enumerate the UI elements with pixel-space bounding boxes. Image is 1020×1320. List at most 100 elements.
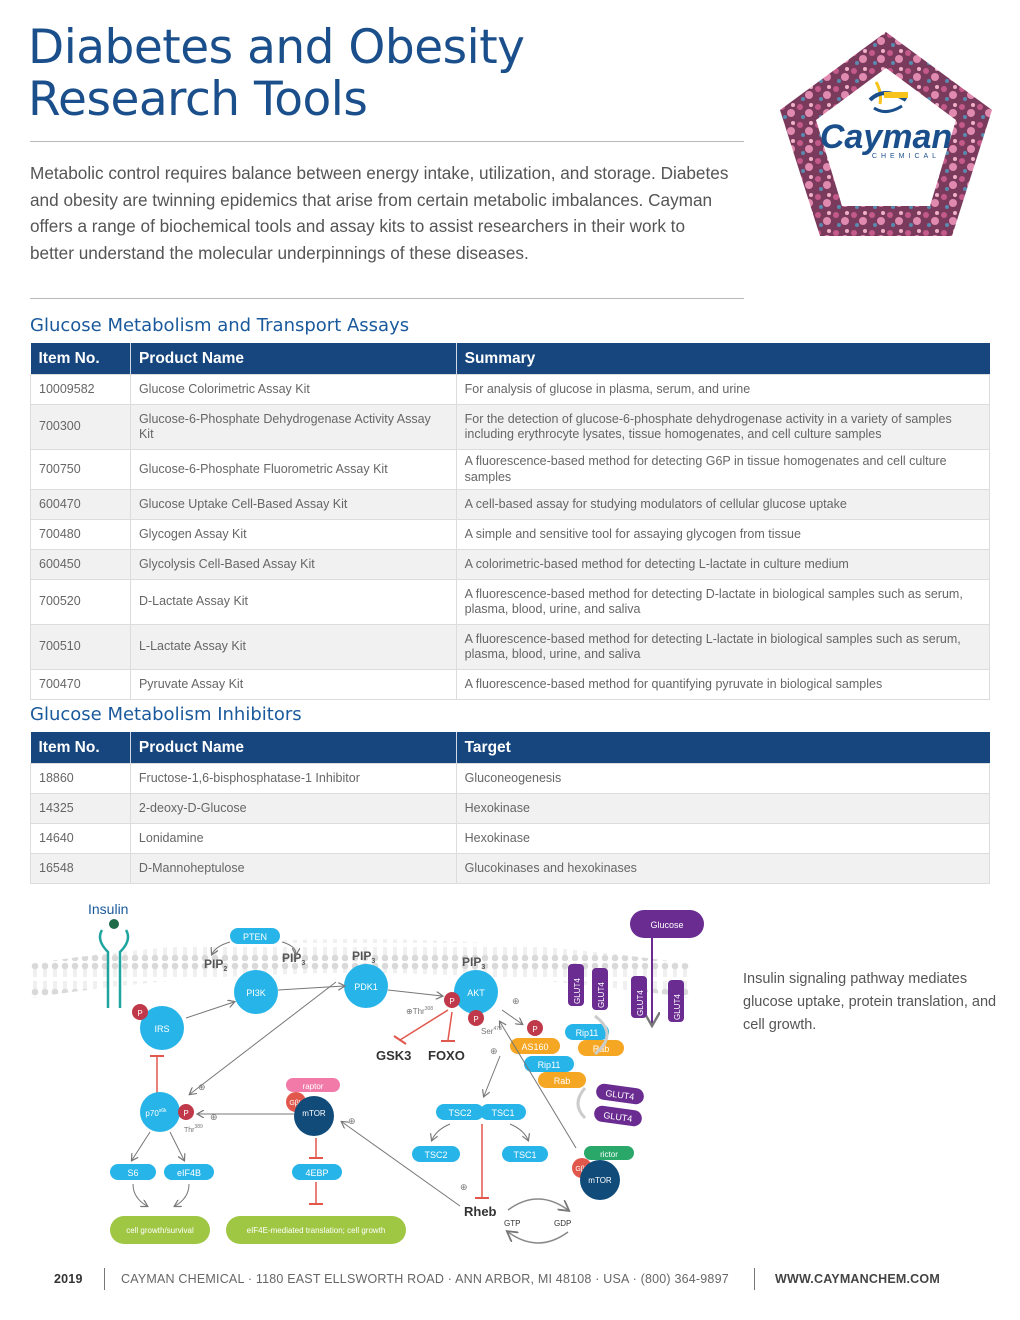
cell-item-no: 600470 xyxy=(30,489,131,520)
svg-text:eIF4E-mediated translation; ce: eIF4E-mediated translation; cell growth xyxy=(247,1226,386,1235)
svg-text:TSC2: TSC2 xyxy=(424,1150,447,1160)
cell-summary: A fluorescence-based method for detectin… xyxy=(455,624,991,670)
footer-address: CAYMAN CHEMICAL · 1180 EAST ELLSWORTH RO… xyxy=(121,1272,729,1286)
footer-website[interactable]: WWW.CAYMANCHEM.COM xyxy=(775,1272,940,1286)
svg-text:P: P xyxy=(183,1109,188,1118)
pip2-label: PIP2 xyxy=(204,957,227,973)
svg-text:mTOR: mTOR xyxy=(588,1176,612,1185)
svg-text:GLUT4: GLUT4 xyxy=(636,990,645,1016)
svg-text:PDK1: PDK1 xyxy=(354,982,378,992)
cell-summary: A cell-based assay for studying modulato… xyxy=(455,489,991,520)
svg-text:AS160: AS160 xyxy=(521,1042,548,1052)
svg-text:IRS: IRS xyxy=(154,1024,169,1034)
phospho-p xyxy=(132,1004,148,1020)
table-row: 10009582 Glucose Colorimetric Assay Kit … xyxy=(30,374,991,405)
svg-text:⊕: ⊕ xyxy=(198,1082,206,1092)
svg-text:GβL: GβL xyxy=(289,1100,302,1107)
cell-product: Glucose Colorimetric Assay Kit xyxy=(129,374,457,405)
tsc2-node xyxy=(436,1104,484,1120)
cell-target: Hexokinase xyxy=(455,823,991,854)
svg-text:rictor: rictor xyxy=(600,1150,618,1159)
rictor-node xyxy=(584,1146,634,1160)
svg-text:GLUT4: GLUT4 xyxy=(605,1088,635,1102)
cell-product: L-Lactate Assay Kit xyxy=(129,624,457,670)
table-row: 700480 Glycogen Assay Kit A simple and s… xyxy=(30,519,991,550)
cell-item-no: 14640 xyxy=(30,823,131,854)
svg-text:raptor: raptor xyxy=(303,1082,324,1091)
gtp-label: GTP xyxy=(504,1219,520,1228)
rab-node xyxy=(538,1072,586,1088)
cell-item-no: 700300 xyxy=(30,404,131,450)
col-target: Target xyxy=(456,732,990,764)
4ebp-node xyxy=(292,1164,342,1180)
cell-product: Glucose-6-Phosphate Fluorometric Assay K… xyxy=(129,449,457,490)
cell-item-no: 16548 xyxy=(30,853,131,884)
footer-year: 2019 xyxy=(54,1272,83,1286)
inhibitors-heading: Glucose Metabolism Inhibitors xyxy=(30,704,302,725)
insulin-ligand xyxy=(109,919,119,929)
as160-node xyxy=(510,1038,560,1054)
cell-target: Hexokinase xyxy=(455,793,991,824)
svg-text:AKT: AKT xyxy=(467,988,485,998)
cell-summary: A fluorescence-based method for detectin… xyxy=(455,579,991,625)
svg-text:P: P xyxy=(449,997,454,1006)
cell-item-no: 700520 xyxy=(30,579,131,625)
cell-product: D-Lactate Assay Kit xyxy=(129,579,457,625)
cell-product: Glucose-6-Phosphate Dehydrogenase Activi… xyxy=(129,404,457,450)
title-line-1: Diabetes and Obesity xyxy=(28,20,525,75)
cayman-logo: Cayman CHEMICAL xyxy=(778,30,994,238)
table-row: 16548 D-Mannoheptulose Glucokinases and … xyxy=(30,853,991,884)
glut4-channel xyxy=(668,980,684,1022)
title-divider xyxy=(30,141,744,142)
gdp-label: GDP xyxy=(554,1219,571,1228)
glut4-channel xyxy=(592,968,608,1010)
svg-text:⊕: ⊕ xyxy=(210,1112,218,1122)
diagram-caption: Insulin signaling pathway mediates gluco… xyxy=(743,971,997,1033)
cell-product: Glycolysis Cell-Based Assay Kit xyxy=(129,549,457,580)
table-row: 14325 2-deoxy-D-Glucose Hexokinase xyxy=(30,793,991,824)
footer-divider xyxy=(104,1268,105,1290)
svg-text:P: P xyxy=(137,1009,142,1018)
glut4-channel xyxy=(568,964,584,1006)
glut4-vesicle xyxy=(596,1083,644,1105)
svg-text:PTEN: PTEN xyxy=(243,932,267,942)
svg-text:TSC2: TSC2 xyxy=(448,1108,471,1118)
table-row: 700750 Glucose-6-Phosphate Fluorometric … xyxy=(30,449,991,490)
svg-text:Rip11: Rip11 xyxy=(538,1060,561,1070)
cell-product: Pyruvate Assay Kit xyxy=(129,669,457,700)
svg-text:TSC1: TSC1 xyxy=(491,1108,514,1118)
table-row: 600470 Glucose Uptake Cell-Based Assay K… xyxy=(30,489,991,520)
col-product-name: Product Name xyxy=(130,732,457,764)
arrow xyxy=(277,986,344,991)
glucose-node xyxy=(630,910,704,938)
arrow xyxy=(185,1002,234,1019)
glut4-vesicle xyxy=(594,1105,642,1127)
cell-summary: A simple and sensitive tool for assaying… xyxy=(455,519,991,550)
svg-text:GβL: GβL xyxy=(575,1166,588,1173)
svg-text:GLUT4: GLUT4 xyxy=(603,1110,633,1124)
cell-summary: For the detection of glucose-6-phosphate… xyxy=(455,404,991,450)
svg-text:cell growth/survival: cell growth/survival xyxy=(126,1226,194,1235)
logo-subtext: CHEMICAL xyxy=(872,153,940,160)
rheb-label: Rheb xyxy=(464,1204,497,1219)
translation-node xyxy=(226,1216,406,1244)
pip3-label: PIP3 xyxy=(462,955,485,971)
svg-text:P: P xyxy=(473,1015,478,1024)
cell-summary: A fluorescence-based method for quantify… xyxy=(455,669,991,700)
pi3k-node xyxy=(234,970,278,1014)
cell-product: Glucose Uptake Cell-Based Assay Kit xyxy=(129,489,457,520)
svg-text:eIF4B: eIF4B xyxy=(177,1168,201,1178)
table-row: 18860 Fructose-1,6-bisphosphatase-1 Inhi… xyxy=(30,763,991,794)
raptor-node xyxy=(286,1078,340,1092)
insulin-label: Insulin xyxy=(88,901,128,917)
tsc1-node xyxy=(502,1146,548,1162)
col-item-no: Item No. xyxy=(30,343,131,375)
cell-product: Fructose-1,6-bisphosphatase-1 Inhibitor xyxy=(129,763,457,794)
cell-item-no: 700470 xyxy=(30,669,131,700)
cell-summary: A fluorescence-based method for detectin… xyxy=(455,449,991,490)
cell-target: Gluconeogenesis xyxy=(455,763,991,794)
col-product-name: Product Name xyxy=(130,343,457,375)
cell-item-no: 10009582 xyxy=(30,374,131,405)
title-line-2: Research Tools xyxy=(28,72,368,127)
intro-divider xyxy=(30,298,744,299)
